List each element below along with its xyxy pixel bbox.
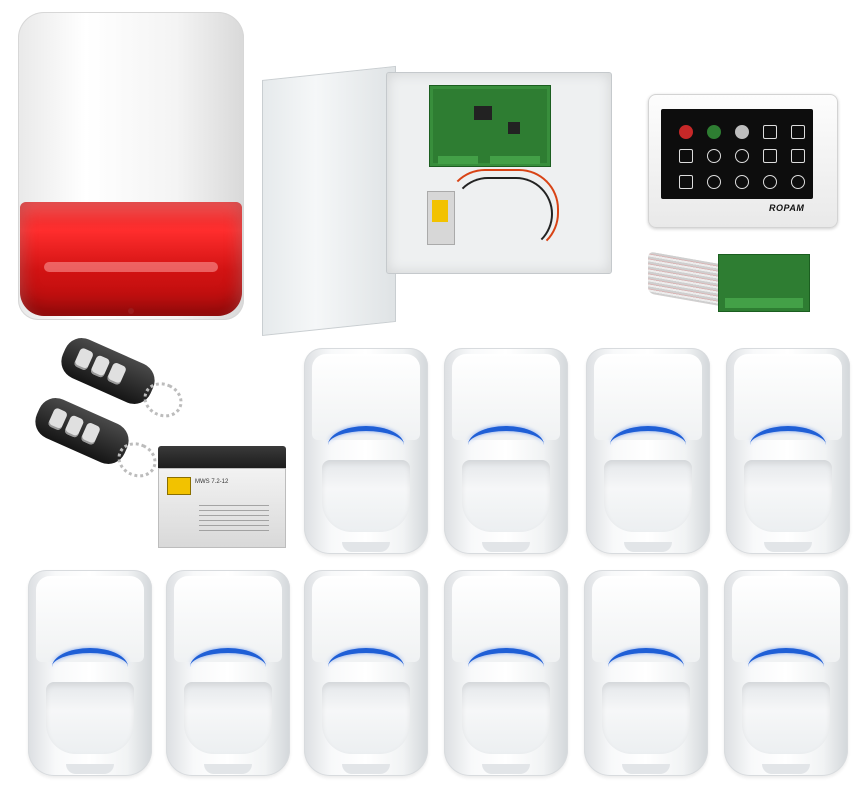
- detector-lens: [184, 682, 272, 754]
- cabinet-box: [386, 72, 612, 274]
- tools-icon: [735, 149, 749, 163]
- remote-button: [80, 421, 102, 446]
- home-settings-icon: [763, 149, 777, 163]
- touch-icon: [679, 149, 693, 163]
- battery-brand-logo: [167, 477, 191, 495]
- motion-detector: [304, 570, 428, 776]
- warning-icon: [679, 175, 693, 189]
- expansion-module: [648, 251, 810, 312]
- detector-lens: [462, 682, 550, 754]
- detector-led: [190, 648, 266, 667]
- cabinet-door: [262, 65, 396, 337]
- ribbon-cable: [648, 251, 724, 307]
- battery-lid: [158, 446, 286, 470]
- touchscreen-keypad: ROPAM: [648, 94, 838, 228]
- main-pcb: [429, 85, 551, 167]
- detector-notch: [342, 542, 390, 552]
- lock-icon: [707, 125, 721, 139]
- pcb-chip: [474, 106, 492, 120]
- siren-red-lens: [20, 202, 242, 316]
- detector-lens: [322, 682, 410, 754]
- detector-led: [328, 648, 404, 667]
- list-icon: [763, 125, 777, 139]
- battery-spec-text: [199, 505, 269, 531]
- detector-lens: [322, 460, 410, 532]
- battery-body: MWS 7.2-12: [158, 468, 286, 548]
- battery-wire: [445, 169, 559, 253]
- keypad-brand-logo: ROPAM: [769, 203, 805, 213]
- motion-detector: [28, 570, 152, 776]
- motion-detector: [724, 570, 848, 776]
- keypad-screen: [661, 109, 813, 199]
- detector-lens: [602, 682, 690, 754]
- lock-icon: [735, 125, 749, 139]
- battery-model-label: MWS 7.2-12: [195, 479, 229, 485]
- detector-led: [52, 648, 128, 667]
- motion-detector: [166, 570, 290, 776]
- motion-detector: [586, 348, 710, 554]
- pcb-chip: [508, 122, 520, 134]
- key-ring: [111, 436, 163, 484]
- chart-icon: [707, 175, 721, 189]
- detector-notch: [204, 764, 252, 774]
- detector-notch: [482, 764, 530, 774]
- detector-notch: [624, 542, 672, 552]
- detector-led: [610, 426, 686, 445]
- key-ring: [137, 376, 189, 424]
- detector-notch: [764, 542, 812, 552]
- detector-led: [468, 648, 544, 667]
- detector-lens: [46, 682, 134, 754]
- detector-notch: [622, 764, 670, 774]
- motion-detector: [726, 348, 850, 554]
- detector-notch: [762, 764, 810, 774]
- temperature-settings-icon: [763, 175, 777, 189]
- motion-detector: [304, 348, 428, 554]
- outdoor-siren: [18, 12, 244, 320]
- lock-icon: [679, 125, 693, 139]
- detector-lens: [462, 460, 550, 532]
- expander-pcb: [718, 254, 810, 312]
- motion-detector: [444, 348, 568, 554]
- detector-lens: [604, 460, 692, 532]
- battery-wire: [451, 177, 553, 251]
- backup-battery: MWS 7.2-12: [158, 446, 286, 548]
- detector-led: [608, 648, 684, 667]
- detector-led: [748, 648, 824, 667]
- remote-button: [106, 361, 128, 386]
- remote-control: [55, 332, 189, 424]
- pcb-terminal: [438, 156, 478, 164]
- detector-led: [750, 426, 826, 445]
- motion-detector: [584, 570, 708, 776]
- detector-notch: [342, 764, 390, 774]
- home-icon: [791, 125, 805, 139]
- remote-control: [29, 392, 163, 484]
- pcb-terminal: [490, 156, 540, 164]
- detector-lens: [744, 460, 832, 532]
- detector-led: [468, 426, 544, 445]
- alarm-control-panel-cabinet: [262, 65, 612, 337]
- detector-led: [328, 426, 404, 445]
- temperature-icon: [735, 175, 749, 189]
- zone-icon: [791, 149, 805, 163]
- detector-notch: [66, 764, 114, 774]
- siren-screw: [128, 308, 134, 314]
- info-icon: [791, 175, 805, 189]
- motion-detector: [444, 570, 568, 776]
- detector-notch: [482, 542, 530, 552]
- detector-lens: [742, 682, 830, 754]
- users-icon: [707, 149, 721, 163]
